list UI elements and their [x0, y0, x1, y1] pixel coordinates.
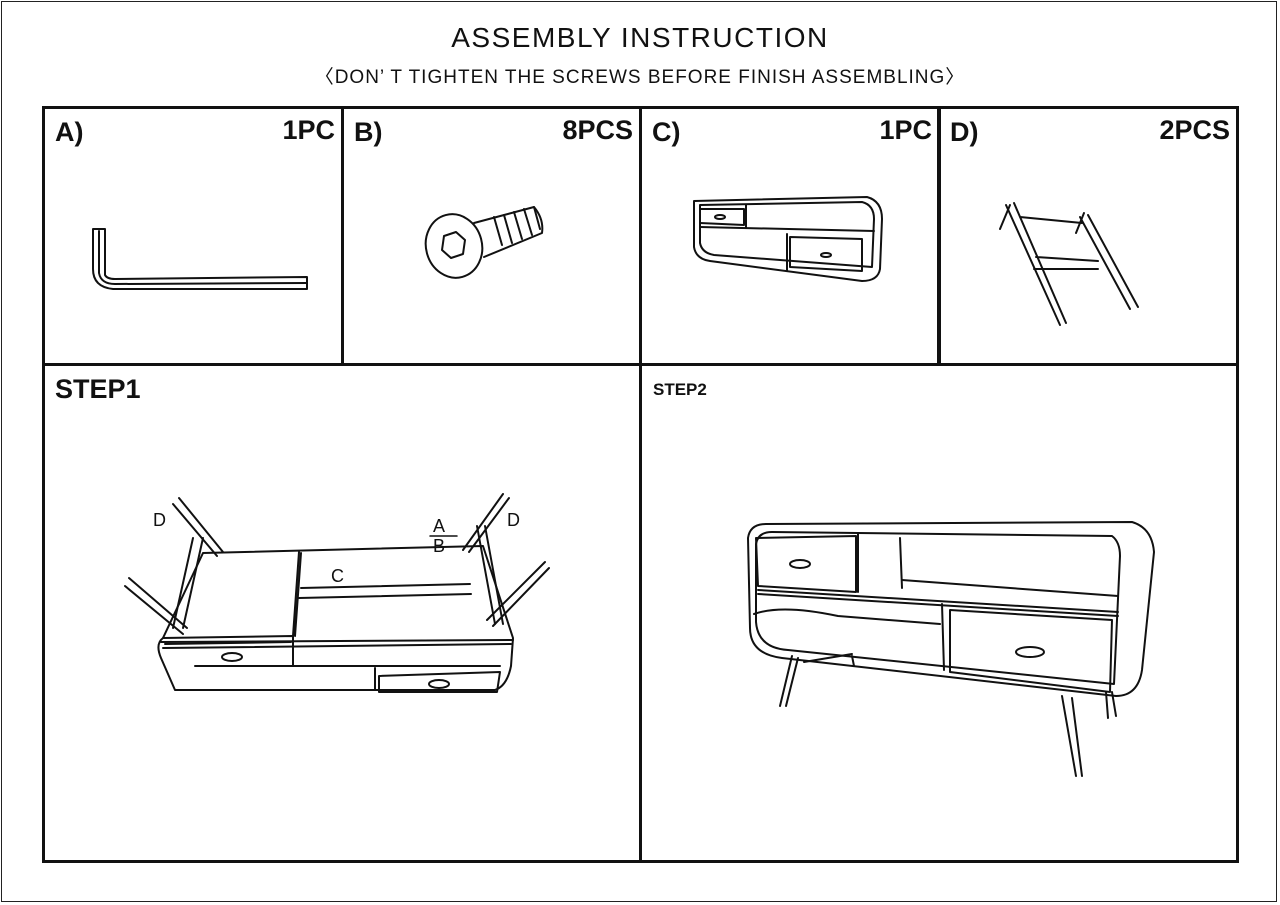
- step1-cell: STEP1 D A B C D: [42, 363, 642, 863]
- part-b-cell: B) 8PCS: [341, 106, 642, 366]
- part-a-cell: A) 1PC: [42, 106, 344, 366]
- allen-key-icon: [92, 228, 308, 290]
- callout-d-left: D: [153, 510, 166, 530]
- part-label: A): [55, 117, 84, 147]
- page-subtitle: 〈DON’ T TIGHTEN THE SCREWS BEFORE FINISH…: [314, 67, 966, 88]
- part-label: B): [354, 117, 383, 147]
- callout-c: C: [331, 566, 344, 586]
- callout-a: A: [433, 516, 445, 536]
- part-quantity: 1PC: [879, 115, 932, 145]
- tv-stand-body-icon: [693, 196, 883, 282]
- page-title: ASSEMBLY INSTRUCTION: [451, 22, 829, 53]
- part-label: D): [950, 117, 979, 147]
- screw-icon: [424, 206, 544, 279]
- callout-d-right: D: [507, 510, 520, 530]
- part-d-cell: D) 2PCS: [937, 106, 1239, 366]
- part-quantity: 2PCS: [1159, 115, 1230, 145]
- callout-b: B: [433, 536, 445, 556]
- part-quantity: 8PCS: [562, 115, 633, 145]
- part-c-cell: C) 1PC: [639, 106, 941, 366]
- step-label: STEP2: [653, 380, 707, 399]
- step2-cell: STEP2: [639, 363, 1239, 863]
- leg-frame-icon: [999, 202, 1139, 326]
- step-label: STEP1: [55, 374, 141, 404]
- step2-illustration: [747, 521, 1155, 777]
- part-quantity: 1PC: [282, 115, 335, 145]
- step1-illustration: D A B C D: [124, 493, 550, 693]
- part-label: C): [652, 117, 681, 147]
